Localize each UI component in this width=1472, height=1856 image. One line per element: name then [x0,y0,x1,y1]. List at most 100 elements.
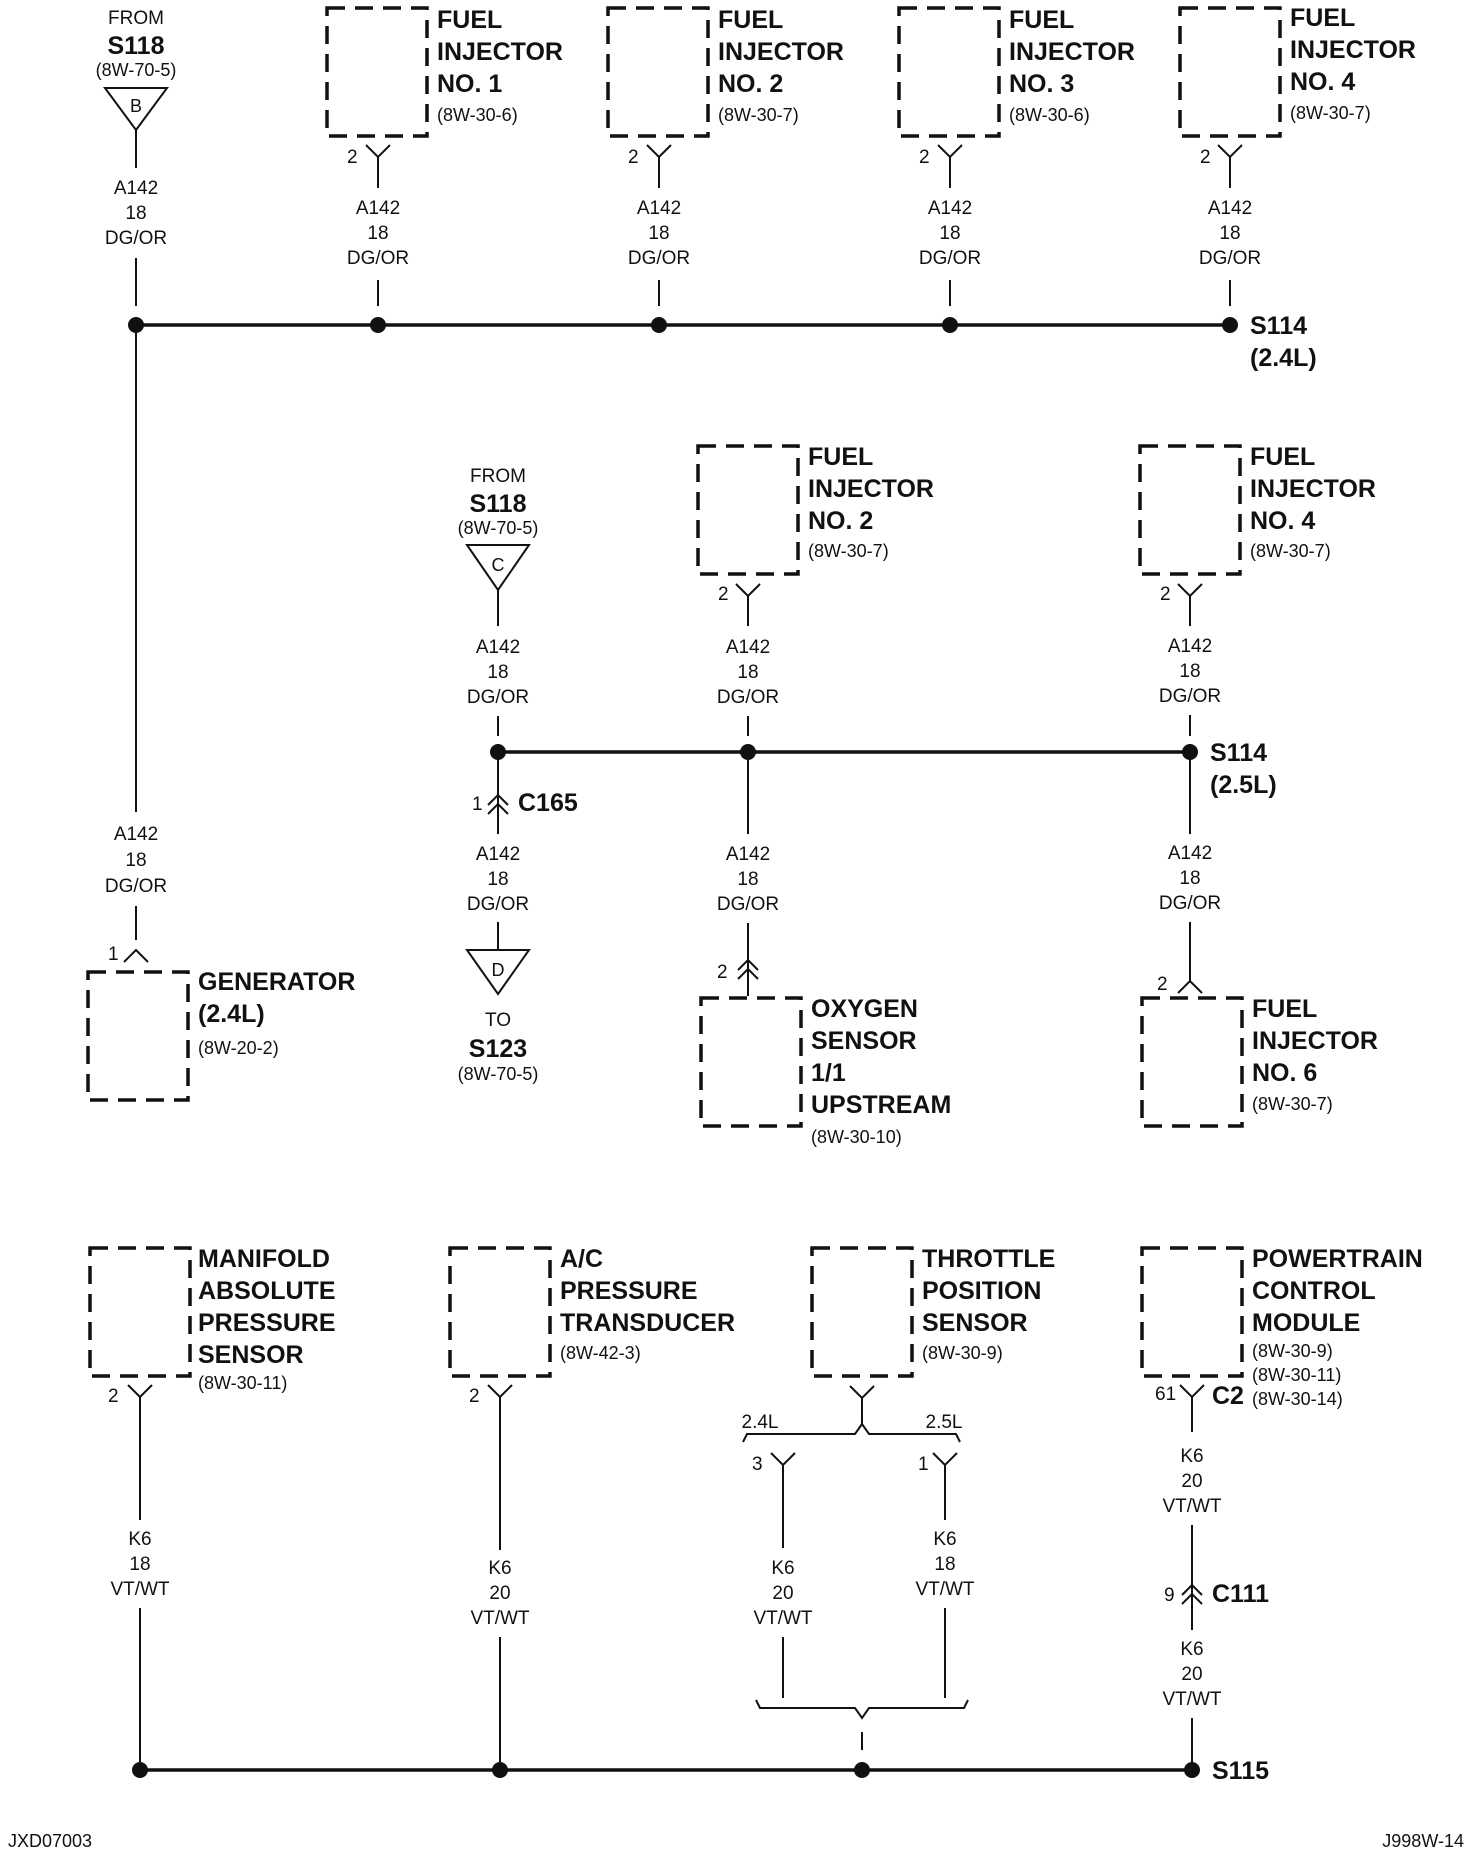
svg-text:NO. 3: NO. 3 [1009,70,1074,98]
connector-pin: 1 [472,794,483,815]
pin-number: 2 [108,1386,119,1407]
svg-text:NO. 4: NO. 4 [1290,68,1355,96]
svg-text:NO. 1: NO. 1 [437,70,502,98]
splice-dot [370,317,386,333]
svg-text:INJECTOR: INJECTOR [1290,36,1416,64]
svg-text:FUEL: FUEL [1009,6,1074,34]
svg-text:20: 20 [1181,1471,1202,1492]
svg-text:K6: K6 [933,1529,956,1550]
svg-text:(8W-30-7): (8W-30-7) [718,105,799,125]
generator: 1 GENERATOR (2.4L) (8W-20-2) [86,944,355,1102]
splice-dot [1182,744,1198,760]
svg-text:POWERTRAIN: POWERTRAIN [1252,1245,1423,1273]
svg-text:NO. 2: NO. 2 [718,70,783,98]
splice-label-s115: S115 [1212,1757,1269,1785]
svg-text:SENSOR: SENSOR [198,1341,304,1369]
svg-text:K6: K6 [488,1558,511,1579]
pin-number: 2 [718,584,729,605]
connector-label-c2: C2 [1212,1382,1244,1410]
source-splice-label: S118 [469,490,526,518]
throttle-position-sensor: THROTTLE POSITION SENSOR (8W-30-9) 2.4L … [742,1245,1055,1750]
svg-text:ABSOLUTE: ABSOLUTE [198,1277,336,1305]
svg-text:18: 18 [1179,868,1200,889]
svg-text:D: D [492,960,505,980]
connector-label-c165: C165 [518,789,578,817]
bottom-section: S115 MANIFOLD ABSOLUTE PRESSURE SENSOR (… [88,1245,1423,1785]
splice-dot [854,1762,870,1778]
inline-connector-icon [487,793,509,815]
svg-text:(8W-30-11): (8W-30-11) [198,1373,287,1393]
connector-triangle-icon [103,87,169,132]
connector-icon [127,1384,153,1520]
connector-triangle-icon [465,949,531,996]
svg-text:A142: A142 [356,198,400,219]
svg-text:20: 20 [772,1583,793,1604]
fuel-injector-2-2.5l: FUEL INJECTOR NO. 2 (8W-30-7) 2 A142 18 … [696,443,934,736]
svg-text:OXYGEN: OXYGEN [811,995,918,1023]
svg-text:K6: K6 [1180,1639,1203,1660]
svg-text:(8W-30-7): (8W-30-7) [808,541,889,561]
variant-label: 2.5L [926,1412,963,1433]
svg-text:MODULE: MODULE [1252,1309,1360,1337]
source-letter: B [130,96,142,116]
splice-dot [740,744,756,760]
svg-text:FUEL: FUEL [808,443,873,471]
svg-text:A142: A142 [928,198,972,219]
variant-label: 2.4L [742,1412,779,1433]
wire-color: DG/OR [105,228,167,249]
svg-text:18: 18 [737,662,758,683]
dest-ref: (8W-70-5) [458,1064,539,1084]
connector-icon [487,1384,513,1550]
svg-text:18: 18 [487,869,508,890]
svg-text:18: 18 [487,662,508,683]
svg-text:(2.4L): (2.4L) [198,1000,265,1028]
svg-text:(8W-30-9): (8W-30-9) [1252,1341,1333,1361]
splice-label-s114: S114 [1210,739,1267,767]
svg-text:A142: A142 [114,824,158,845]
svg-text:DG/OR: DG/OR [1199,248,1261,269]
svg-text:(8W-20-2): (8W-20-2) [198,1038,279,1058]
svg-text:(8W-30-7): (8W-30-7) [1290,103,1371,123]
inline-connector-icon [1181,1583,1203,1605]
connector-icon [737,958,759,980]
ac-pressure-transducer: A/C PRESSURE TRANSDUCER (8W-42-3) 2 K6 2… [448,1245,735,1762]
svg-text:18: 18 [367,223,388,244]
connector-triangle-icon [465,544,531,592]
connector-icon [646,144,672,188]
svg-text:INJECTOR: INJECTOR [1250,475,1376,503]
svg-text:INJECTOR: INJECTOR [718,38,844,66]
svg-text:VT/WT: VT/WT [1162,1689,1221,1710]
splice-dot [128,317,144,333]
svg-text:A/C: A/C [560,1245,603,1273]
svg-text:SENSOR: SENSOR [811,1027,917,1055]
svg-text:INJECTOR: INJECTOR [1009,38,1135,66]
splice-dot [490,744,506,760]
fuel-injector-1: FUEL INJECTOR NO. 1 (8W-30-6) 2 A142 18 … [325,6,563,306]
pin-number: 2 [919,147,930,168]
powertrain-control-module: POWERTRAIN CONTROL MODULE (8W-30-9) (8W-… [1140,1245,1423,1762]
svg-text:18: 18 [1179,661,1200,682]
svg-text:FUEL: FUEL [1290,4,1355,32]
fuel-injector-4-2.5l: FUEL INJECTOR NO. 4 (8W-30-7) 2 A142 18 … [1138,443,1376,736]
connector-icon [770,1452,796,1548]
svg-text:A142: A142 [1168,843,1212,864]
pin-number: 61 [1155,1384,1176,1405]
map-sensor: MANIFOLD ABSOLUTE PRESSURE SENSOR (8W-30… [88,1245,336,1762]
svg-text:A142: A142 [476,637,520,658]
svg-text:DG/OR: DG/OR [717,687,779,708]
splice-dot [651,317,667,333]
svg-text:20: 20 [489,1583,510,1604]
wire-gauge: 18 [125,203,146,224]
from-label: FROM [470,466,526,487]
fuel-injector-6: 2 FUEL INJECTOR NO. 6 (8W-30-7) [1140,974,1378,1128]
svg-text:(8W-30-7): (8W-30-7) [1252,1094,1333,1114]
svg-text:18: 18 [125,850,146,871]
svg-text:(8W-30-11): (8W-30-11) [1252,1365,1341,1385]
source-ref: (8W-70-5) [458,518,539,538]
svg-text:DG/OR: DG/OR [467,894,529,915]
connector-icon [123,948,149,963]
svg-text:20: 20 [1181,1664,1202,1685]
svg-text:PRESSURE: PRESSURE [560,1277,698,1305]
connector-icon [1177,583,1203,626]
